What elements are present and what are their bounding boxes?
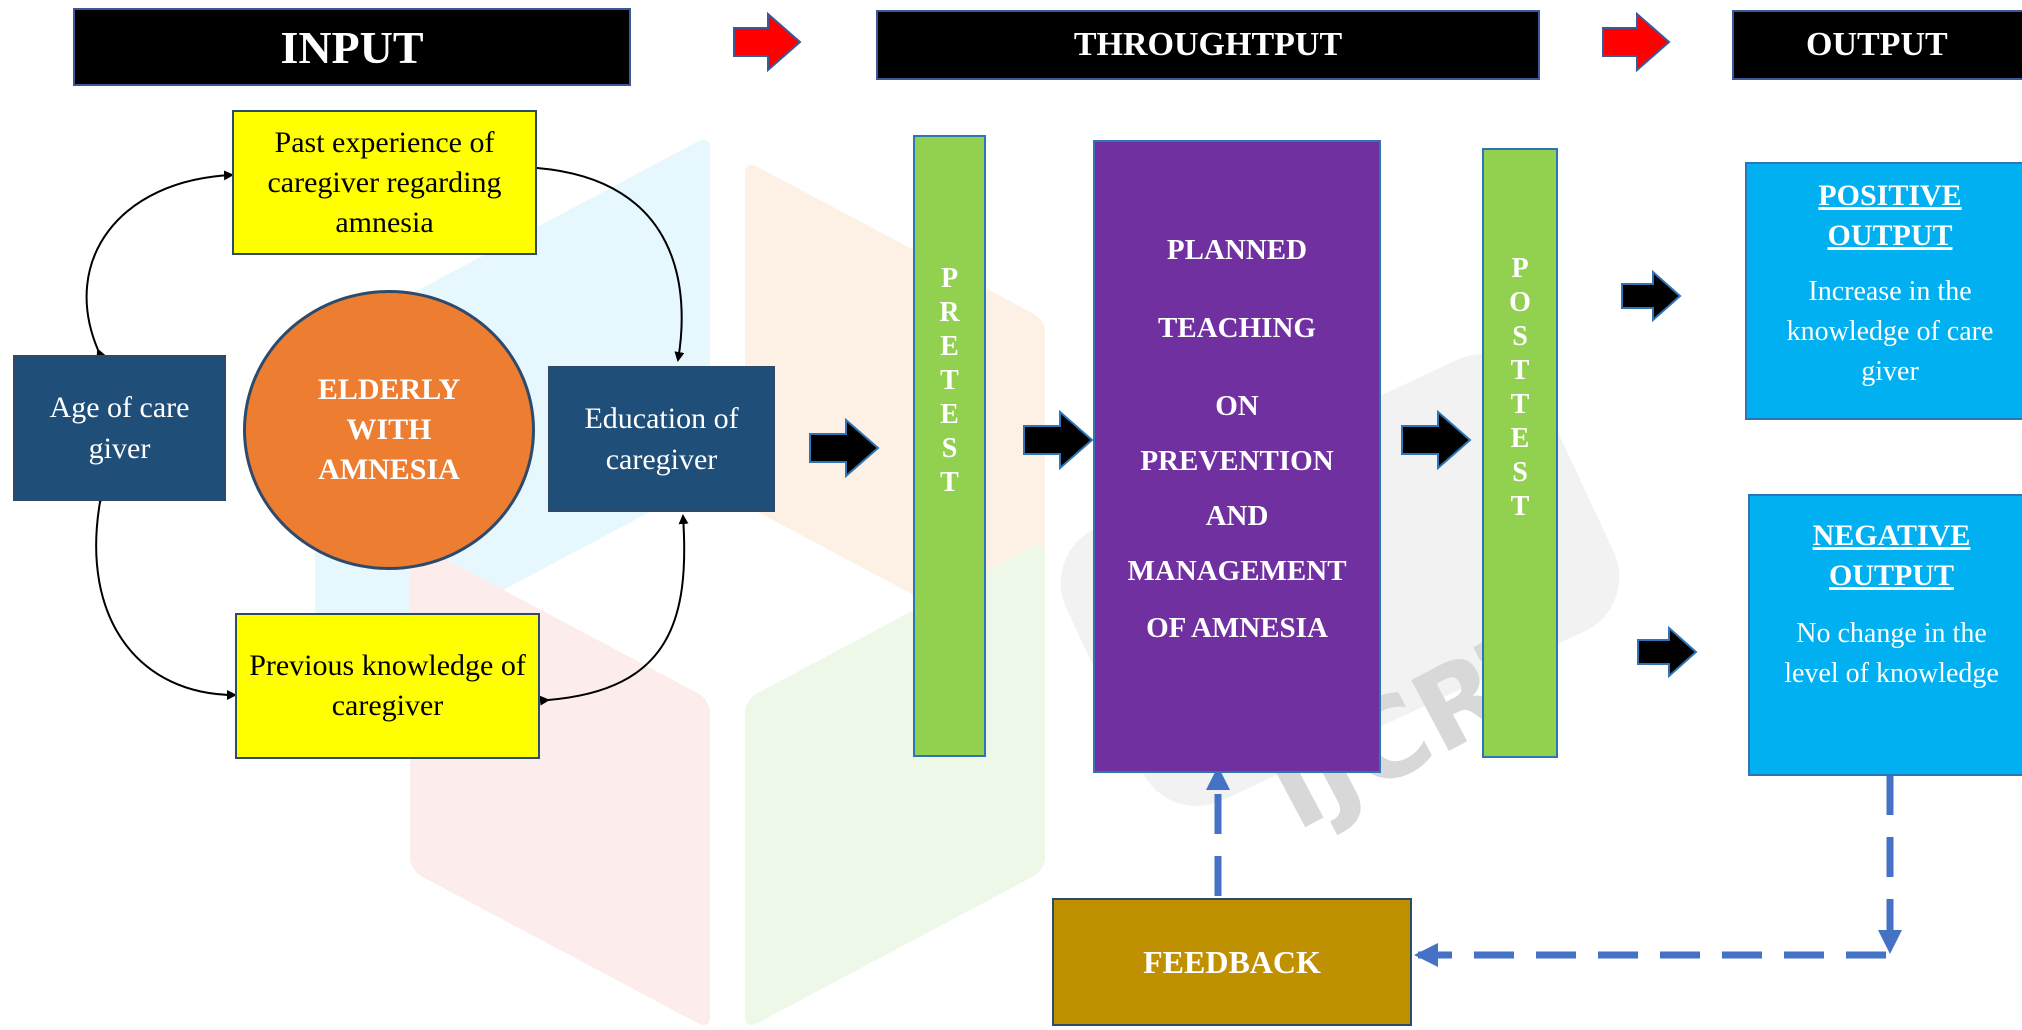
teaching-line: TEACHING	[1158, 312, 1316, 344]
age-box: Age of care giver	[13, 355, 226, 501]
teaching-line: PLANNED	[1166, 234, 1308, 266]
posttest-letter: S	[1512, 321, 1528, 352]
pretest-bar: P R E T E S T	[913, 135, 986, 757]
negative-output-text: No change in the level of knowledge	[1784, 618, 1999, 689]
pretest-letter: P	[940, 263, 959, 294]
curve-past-education	[528, 162, 685, 362]
negative-output-box: NEGATIVE OUTPUT No change in the level o…	[1748, 494, 2022, 776]
teaching-line: MANAGEMENT	[1127, 555, 1347, 587]
posttest-letter: E	[1510, 423, 1530, 454]
teaching-line: ON	[1215, 390, 1259, 422]
past-experience-box: Past experience of caregiver regarding a…	[232, 110, 537, 255]
planned-teaching-box: PLANNED TEACHING ON PREVENTION AND MANAG…	[1093, 140, 1381, 773]
red-arrow-icon	[1602, 12, 1671, 72]
positive-output-title: POSITIVE OUTPUT	[1818, 179, 1962, 252]
header-input: INPUT	[73, 8, 631, 86]
curve-age-past	[85, 170, 234, 360]
posttest-letter: O	[1509, 287, 1531, 318]
teaching-line: OF AMNESIA	[1146, 612, 1328, 644]
positive-output-box: POSITIVE OUTPUT Increase in the knowledg…	[1745, 162, 2022, 420]
pretest-letter: E	[940, 331, 959, 362]
pretest-letter: T	[940, 467, 959, 498]
elderly-label: ELDERLY WITH AMNESIA	[317, 373, 461, 486]
pretest-letter: R	[939, 297, 960, 328]
black-arrow-icon	[1023, 410, 1094, 470]
pretest-letter: E	[940, 399, 959, 430]
black-arrow-icon	[1621, 270, 1682, 322]
header-throughput: THROUGHTPUT	[876, 10, 1540, 80]
black-arrow-icon	[809, 418, 880, 478]
posttest-bar: P O S T T E S T	[1482, 148, 1558, 758]
education-box: Education of caregiver	[548, 366, 775, 512]
posttest-letter: P	[1511, 253, 1529, 284]
curve-previous-education	[539, 514, 689, 706]
teaching-line: PREVENTION	[1140, 445, 1334, 477]
posttest-letter: T	[1510, 389, 1530, 420]
posttest-letter: S	[1512, 457, 1528, 488]
black-arrow-icon	[1637, 626, 1698, 678]
elderly-circle: ELDERLY WITH AMNESIA	[243, 290, 535, 570]
posttest-letter: T	[1510, 355, 1530, 386]
teaching-line: AND	[1205, 500, 1269, 532]
black-arrow-icon	[1401, 410, 1472, 470]
curve-age-previous	[95, 493, 237, 700]
posttest-letter: T	[1510, 491, 1530, 522]
pretest-letter: T	[940, 365, 959, 396]
pretest-letter: S	[941, 433, 958, 464]
red-arrow-icon	[733, 12, 802, 72]
feedback-box: FEEDBACK	[1052, 898, 1412, 1026]
previous-knowledge-box: Previous knowledge of caregiver	[235, 613, 540, 759]
positive-output-text: Increase in the knowledge of care giver	[1786, 276, 1994, 387]
header-output: OUTPUT	[1732, 10, 2022, 80]
negative-output-title: NEGATIVE OUTPUT	[1812, 519, 1971, 592]
